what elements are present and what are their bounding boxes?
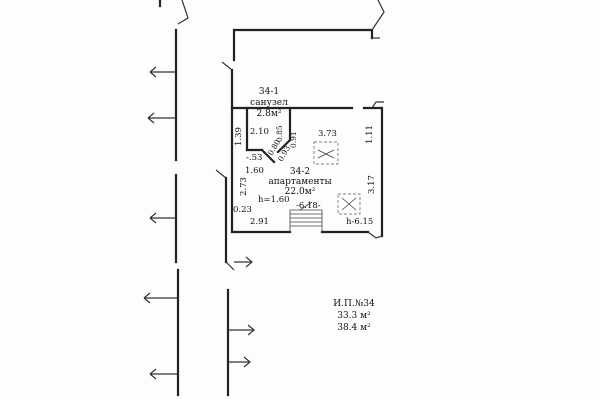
dim-2-91: 2.91 (250, 217, 269, 227)
dim-2-10: 2.10 (250, 127, 269, 137)
summary-area-2: 38.4 м² (337, 323, 371, 333)
dim-6-18: -6.18- (296, 201, 321, 211)
bathroom-area: 2.8м² (257, 109, 282, 119)
bathroom-name: санузел (250, 98, 288, 108)
apartment-name: апартаменты (268, 177, 331, 187)
dim-0-85: 0.85 (275, 125, 284, 142)
dim-2-73: 2.73 (239, 177, 249, 196)
dim-053: -.53 (246, 153, 262, 163)
corridor-wall-fragments-left (143, 0, 189, 397)
dim-1-11: 1.11 (365, 125, 375, 144)
lower-wall-fragments (226, 256, 255, 397)
upper-wall-fragment (232, 0, 385, 62)
bathroom-number: 34-1 (259, 87, 279, 97)
dim-0-23: 0.23 (233, 205, 252, 215)
dim-h-6-15: h-6.15 (346, 217, 373, 227)
dim-h-1-60: h=1.60 (258, 195, 290, 205)
dim-3-73: 3.73 (318, 129, 337, 139)
dim-0-91: 0.91 (289, 131, 298, 148)
apartment-number: 34-2 (290, 167, 310, 177)
dim-3-17: 3.17 (367, 175, 377, 194)
apartment-area: 22.0м² (285, 187, 316, 197)
apartment-walls (215, 61, 384, 271)
dim-1-60: 1.60 (245, 166, 264, 176)
summary-area-1: 33.3 м² (337, 311, 371, 321)
summary-title: И.П.№34 (333, 299, 375, 309)
dim-1-39: 1.39 (234, 127, 244, 146)
